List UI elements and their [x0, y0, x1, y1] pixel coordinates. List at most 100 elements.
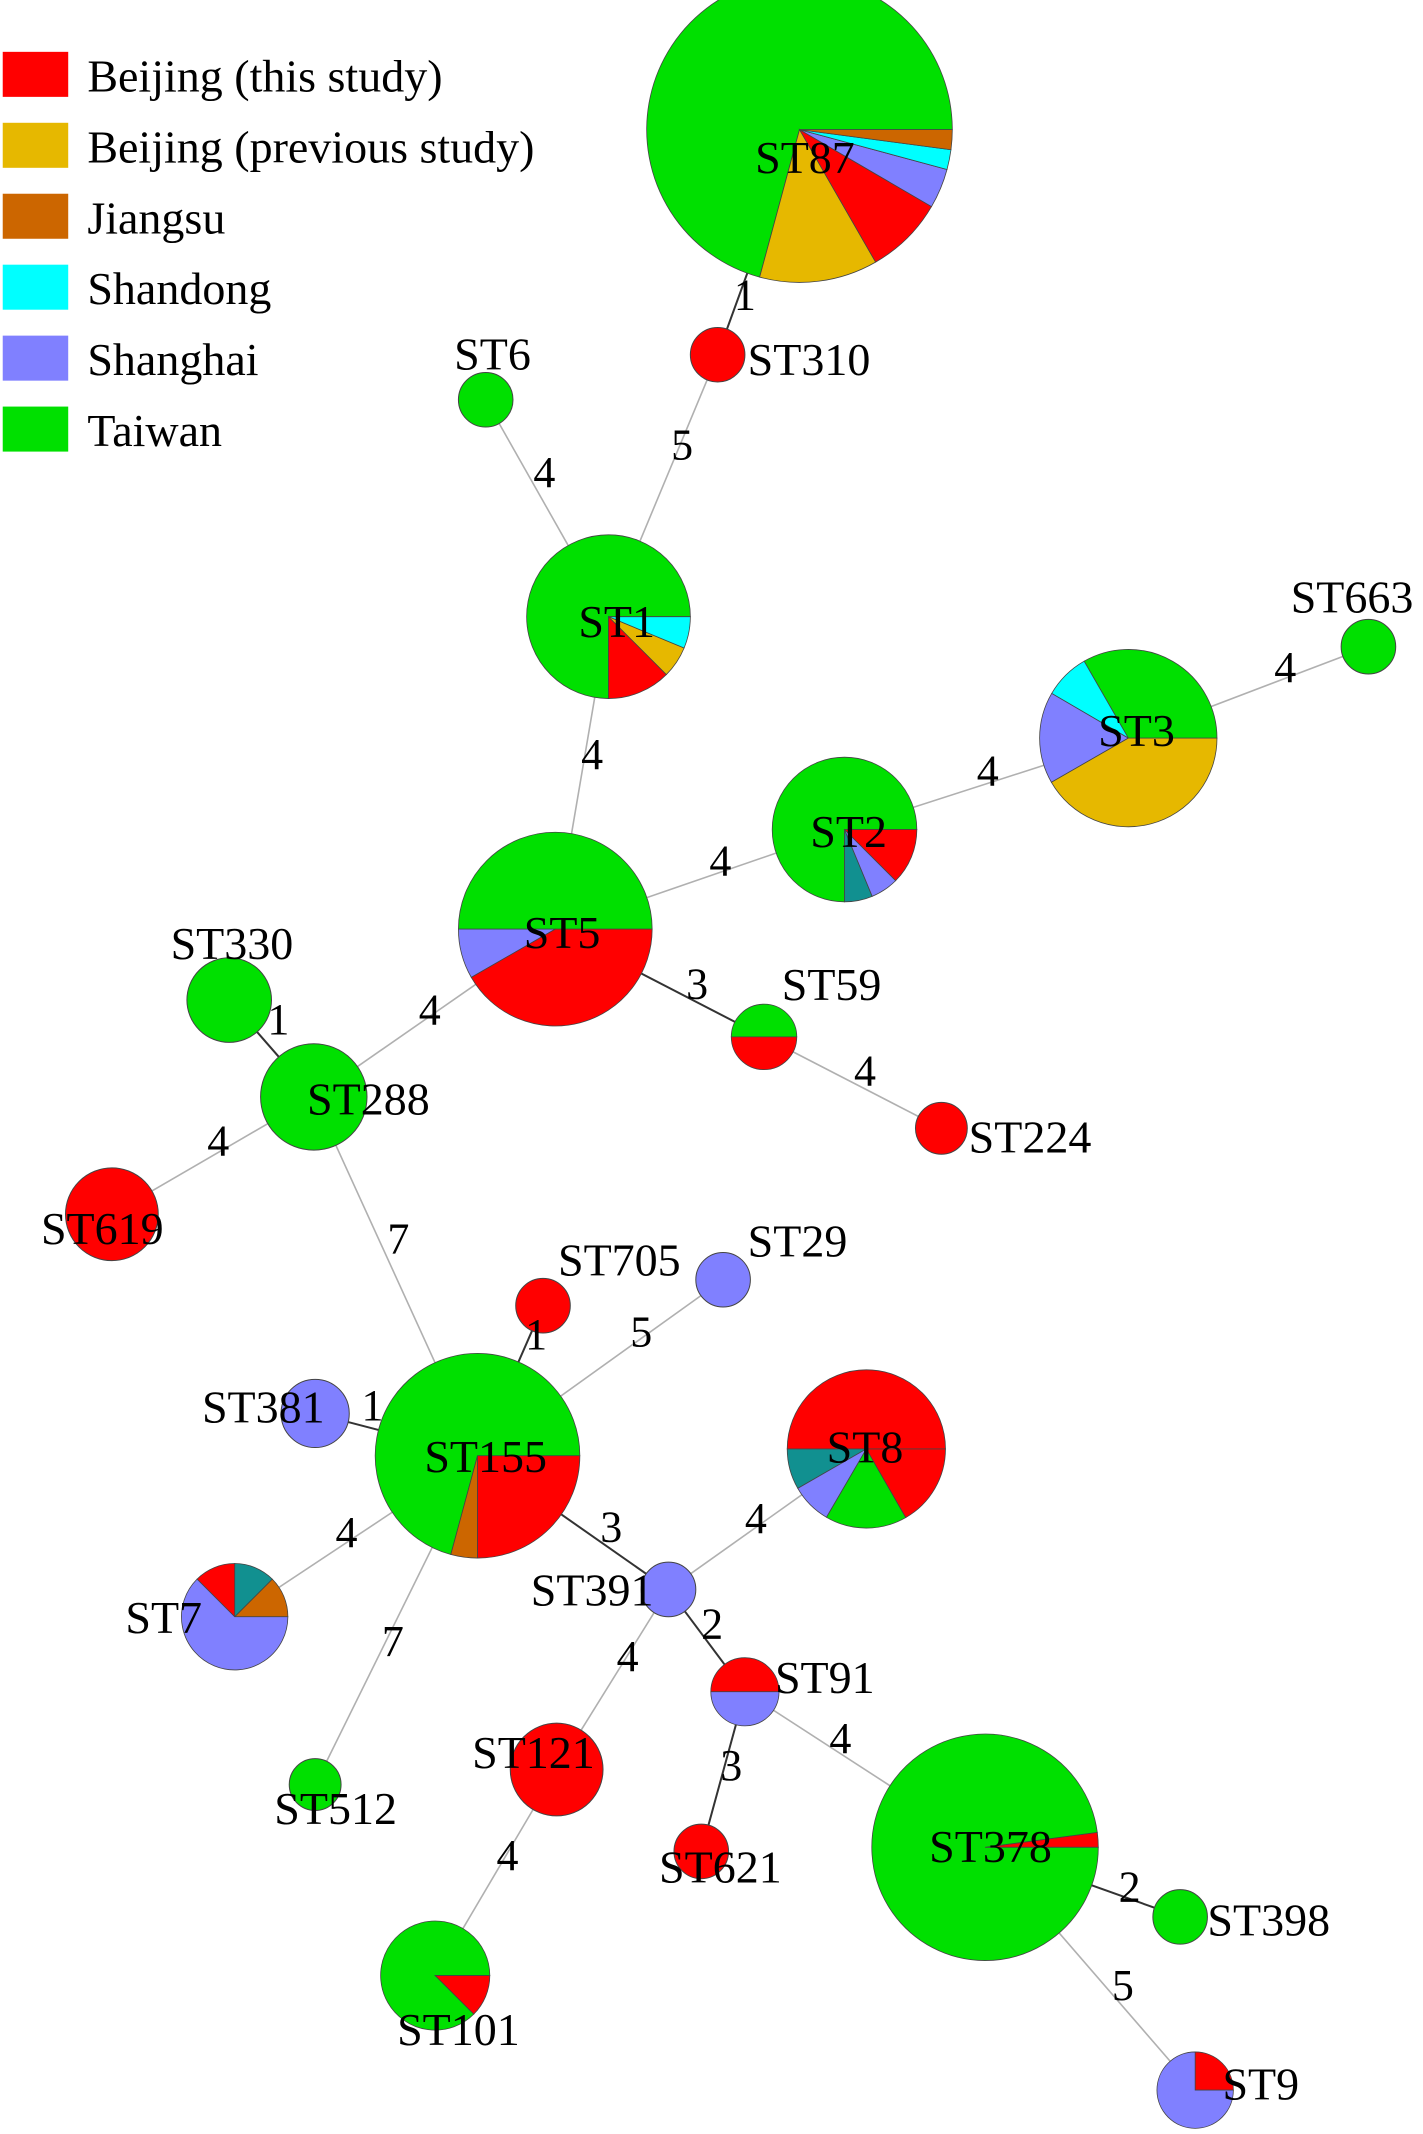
node-slice: [1194, 2051, 1234, 2091]
node-slice: [1039, 692, 1130, 783]
node-label-ST512: ST512: [274, 1783, 397, 1834]
node-ST391: [640, 1561, 697, 1618]
node-label-ST663: ST663: [1291, 571, 1414, 622]
node-slice: [771, 756, 918, 903]
node-ST381: [280, 1378, 350, 1449]
node-label-ST8: ST8: [827, 1421, 904, 1472]
node-ST59: [730, 1003, 798, 1071]
node-ST121: [509, 1722, 604, 1817]
node-slice: [457, 371, 514, 428]
edge-label: 3: [600, 1502, 622, 1551]
edge-label: 7: [382, 1617, 404, 1666]
node-ST705: [515, 1277, 571, 1334]
edge-label: 4: [977, 747, 999, 796]
node-slice: [673, 1823, 730, 1880]
node-ST3: [1039, 649, 1218, 828]
legend-swatch: [2, 264, 69, 310]
legend-swatch: [2, 51, 69, 97]
node-ST29: [695, 1251, 751, 1308]
node-ST619: [64, 1167, 159, 1262]
legend-swatch: [2, 406, 69, 452]
node-ST288: [260, 1043, 368, 1151]
edge-label: 4: [419, 985, 441, 1034]
edge-label: 1: [267, 995, 289, 1044]
node-slice: [865, 1448, 946, 1519]
edge-label: 5: [630, 1307, 652, 1356]
node-slice: [759, 128, 877, 283]
node-ST9: [1156, 2051, 1234, 2129]
node-label-ST101: ST101: [397, 2004, 520, 2055]
node-ST5: [458, 832, 653, 1027]
node-label-ST9: ST9: [1222, 2058, 1299, 2109]
node-slice: [646, 0, 953, 278]
node-slice: [786, 1369, 946, 1450]
node-slice: [1083, 649, 1218, 739]
edge-label: 4: [497, 1831, 519, 1880]
node-slice: [1340, 618, 1397, 675]
edge-label: 4: [533, 448, 555, 497]
edge-label: 4: [854, 1047, 876, 1096]
legend-label: Shandong: [87, 263, 271, 314]
node-ST6: [457, 371, 514, 428]
edge-label: 5: [1112, 1961, 1134, 2010]
node-ST8: [786, 1369, 946, 1529]
legend: Beijing (this study) Beijing (previous st…: [2, 50, 535, 456]
node-ST398: [1152, 1889, 1208, 1945]
edge-label: 5: [671, 421, 693, 470]
edge-label: 1: [525, 1310, 547, 1359]
node-slice: [799, 129, 953, 151]
node-slice: [1050, 737, 1218, 828]
node-ST512: [288, 1758, 342, 1811]
node-slice: [260, 1043, 368, 1151]
edge-label: 3: [720, 1741, 742, 1790]
node-label-ST59: ST59: [782, 959, 882, 1010]
node-label-ST398: ST398: [1207, 1895, 1330, 1946]
legend-swatch: [2, 122, 69, 168]
legend-swatch: [2, 335, 69, 381]
node-label-ST29: ST29: [748, 1215, 848, 1266]
legend-label: Taiwan: [87, 405, 222, 456]
node-label-ST621: ST621: [659, 1842, 782, 1893]
node-ST2: [771, 756, 918, 903]
node-slice: [509, 1722, 604, 1817]
node-label-ST5: ST5: [524, 907, 601, 958]
edge-ST59-ST224: [763, 1036, 942, 1130]
node-slice: [710, 1657, 780, 1693]
node-slice: [477, 1455, 581, 1559]
node-label-ST310: ST310: [748, 334, 871, 385]
edge-label: 4: [617, 1632, 639, 1681]
node-label-ST381: ST381: [202, 1382, 325, 1433]
nodes-layer: [64, 0, 1397, 2129]
edge-label: 1: [734, 270, 756, 319]
node-label-ST121: ST121: [472, 1727, 595, 1778]
node-label-ST2: ST2: [810, 806, 887, 857]
node-ST663: [1340, 618, 1397, 675]
node-label-ST155: ST155: [424, 1431, 547, 1482]
node-label-ST224: ST224: [969, 1112, 1092, 1163]
edge-label: 7: [387, 1215, 409, 1264]
node-label-ST378: ST378: [929, 1821, 1052, 1872]
node-label-ST391: ST391: [531, 1565, 654, 1616]
edge-label: 4: [1274, 643, 1296, 692]
node-label-ST7: ST7: [125, 1592, 202, 1643]
node-label-ST619: ST619: [41, 1203, 164, 1254]
legend-label: Beijing (previous study): [87, 121, 534, 172]
node-slice: [640, 1561, 697, 1618]
node-slice: [434, 1975, 491, 2015]
node-slice: [186, 957, 273, 1043]
node-slice: [280, 1378, 350, 1449]
node-slice: [914, 1101, 968, 1155]
edge-label: 4: [336, 1508, 358, 1557]
node-slice: [710, 1691, 780, 1727]
node-slice: [458, 832, 653, 930]
node-slice: [1156, 2051, 1234, 2129]
node-slice: [730, 1036, 798, 1071]
legend-label: Beijing (this study): [87, 50, 442, 101]
legend-swatch: [2, 193, 69, 239]
node-ST155: [374, 1353, 581, 1559]
edge-label: 4: [745, 1494, 767, 1543]
node-ST621: [673, 1823, 730, 1880]
